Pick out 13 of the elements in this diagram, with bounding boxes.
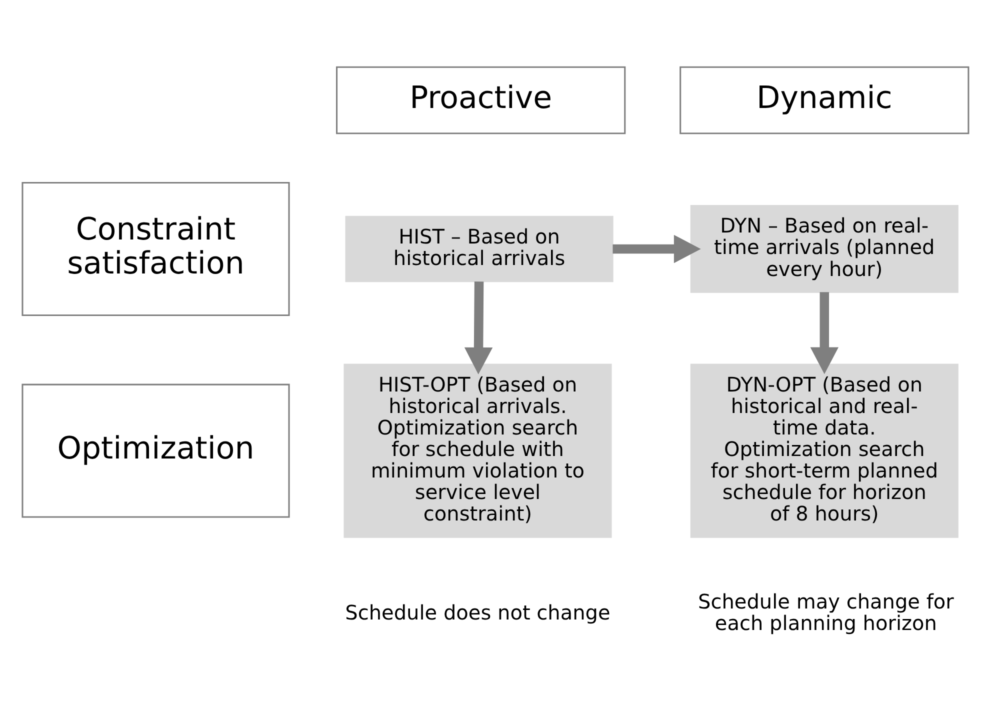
label: Schedule may change for each planning horizon [698,589,954,635]
node-box: Constraint satisfaction [22,181,290,316]
node-box: Optimization [22,383,290,518]
arrow [810,292,839,374]
arrow [464,281,493,374]
node-box: HIST-OPT (Based on historical arrivals. Optimization search for schedule with minimum violation to service level constraint) [344,363,612,538]
node-box: DYN – Based on real-time arrivals (planned every hour) [690,204,958,292]
arrow [612,234,701,263]
label: Schedule does not change [345,600,610,624]
node-box: DYN-OPT (Based on historical and real-time data. Optimization search for short-term planned schedule for horizon of 8 hours) [690,363,958,538]
node-box: Dynamic [680,66,970,134]
node-box: Proactive [336,66,626,134]
node-box: HIST – Based on historical arrivals [345,215,614,282]
